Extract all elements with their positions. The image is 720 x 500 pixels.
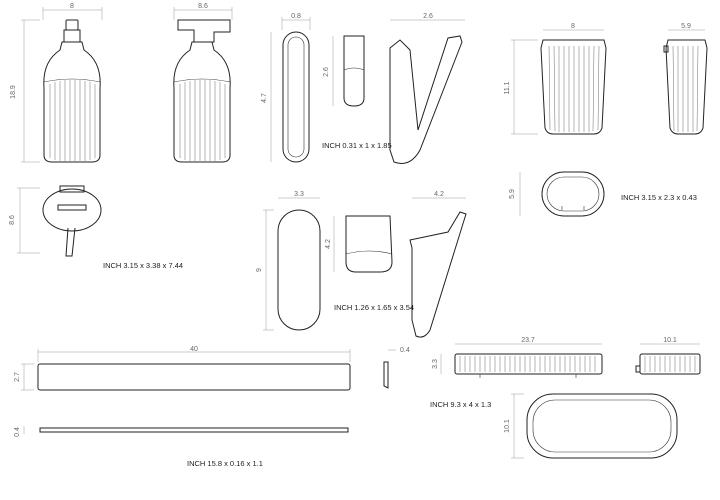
tray-front-ribs: [459, 356, 596, 372]
large-hook-caption: INCH 1.26 x 1.65 x 3.54: [334, 303, 414, 312]
small-hook-caption: INCH 0.31 x 1 x 1.85: [322, 141, 392, 150]
pump-caption: INCH 3.15 x 3.38 x 7.44: [103, 261, 183, 270]
tray-width-label: 23.7: [521, 337, 535, 344]
cup-front-width-label: 8: [571, 23, 575, 30]
large-hook-height-label: 9: [256, 268, 263, 272]
pump-front-ribs: [49, 80, 96, 161]
large-hook-side-width-label: 4.2: [434, 191, 444, 198]
cup-top-depth-label: 5.9: [509, 189, 516, 199]
cup-top-view: 5.9 INCH 3.15 x 2.3 x 0.43: [509, 171, 697, 217]
cup-side-ribs: [672, 45, 699, 132]
small-hook-views: 0.8 4.7 2.6 2.6 INCH 0.31 x 1 x 1.85: [261, 13, 465, 164]
cup-side-width-label: 5.9: [681, 23, 691, 30]
pump-side-ribs: [179, 80, 226, 161]
pump-front-width-label: 8: [70, 3, 74, 10]
hook-height-label: 4.7: [261, 93, 268, 103]
tray-depth-label: 10.1: [504, 419, 511, 433]
hook-side-width-label: 2.6: [423, 13, 433, 20]
cup-height-label: 11.1: [504, 81, 511, 94]
large-clip-height-label: 4.2: [325, 239, 332, 249]
cup-front-ribs: [548, 45, 600, 132]
shelf-caption: INCH 15.8 x 0.16 x 1.1: [187, 459, 263, 468]
shelf-thickness-label: 0.4: [14, 427, 21, 437]
pump-side-width-label: 8.6: [198, 3, 208, 10]
tray-top-view: 10.1: [504, 393, 678, 459]
cup-front-view: 8 11.1: [504, 23, 607, 135]
shelf-height-label: 2.7: [14, 372, 21, 382]
pump-height-label: 18.9: [10, 85, 17, 99]
cup-caption: INCH 3.15 x 2.3 x 0.43: [621, 193, 697, 202]
hook-top-label: 0.8: [291, 13, 301, 20]
tray-height-label: 3.3: [432, 359, 439, 369]
large-hook-width-label: 3.3: [294, 191, 304, 198]
tray-side-view: 10.1: [635, 337, 701, 375]
shelf-end-thickness-label: 0.4: [400, 347, 410, 354]
tray-side-ribs: [644, 356, 696, 372]
soap-pump-side-view: 8.6: [173, 3, 233, 163]
large-hook-views: 3.3 9 4.2 4.2 INCH 1.26 x 1.65 x 3.54: [256, 191, 467, 338]
pump-top-depth-label: 8.6: [9, 215, 16, 225]
shelf-length-label: 40: [190, 346, 198, 353]
soap-pump-top-view: 8.6 INCH 3.15 x 3.38 x 7.44: [9, 185, 183, 270]
tray-front-view: 23.7 3.3 INCH 9.3 x 4 x 1.3: [430, 337, 603, 409]
tray-side-width-label: 10.1: [663, 337, 677, 344]
hook-clip-height-label: 2.6: [323, 67, 330, 77]
tray-caption: INCH 9.3 x 4 x 1.3: [430, 400, 491, 409]
cup-side-view: 5.9: [663, 23, 708, 135]
long-shelf-views: 40 2.7 0.4 0.4 INCH 15.8 x 0.16 x 1.1: [14, 346, 410, 468]
soap-pump-front-view: 8 18.9: [10, 3, 103, 163]
